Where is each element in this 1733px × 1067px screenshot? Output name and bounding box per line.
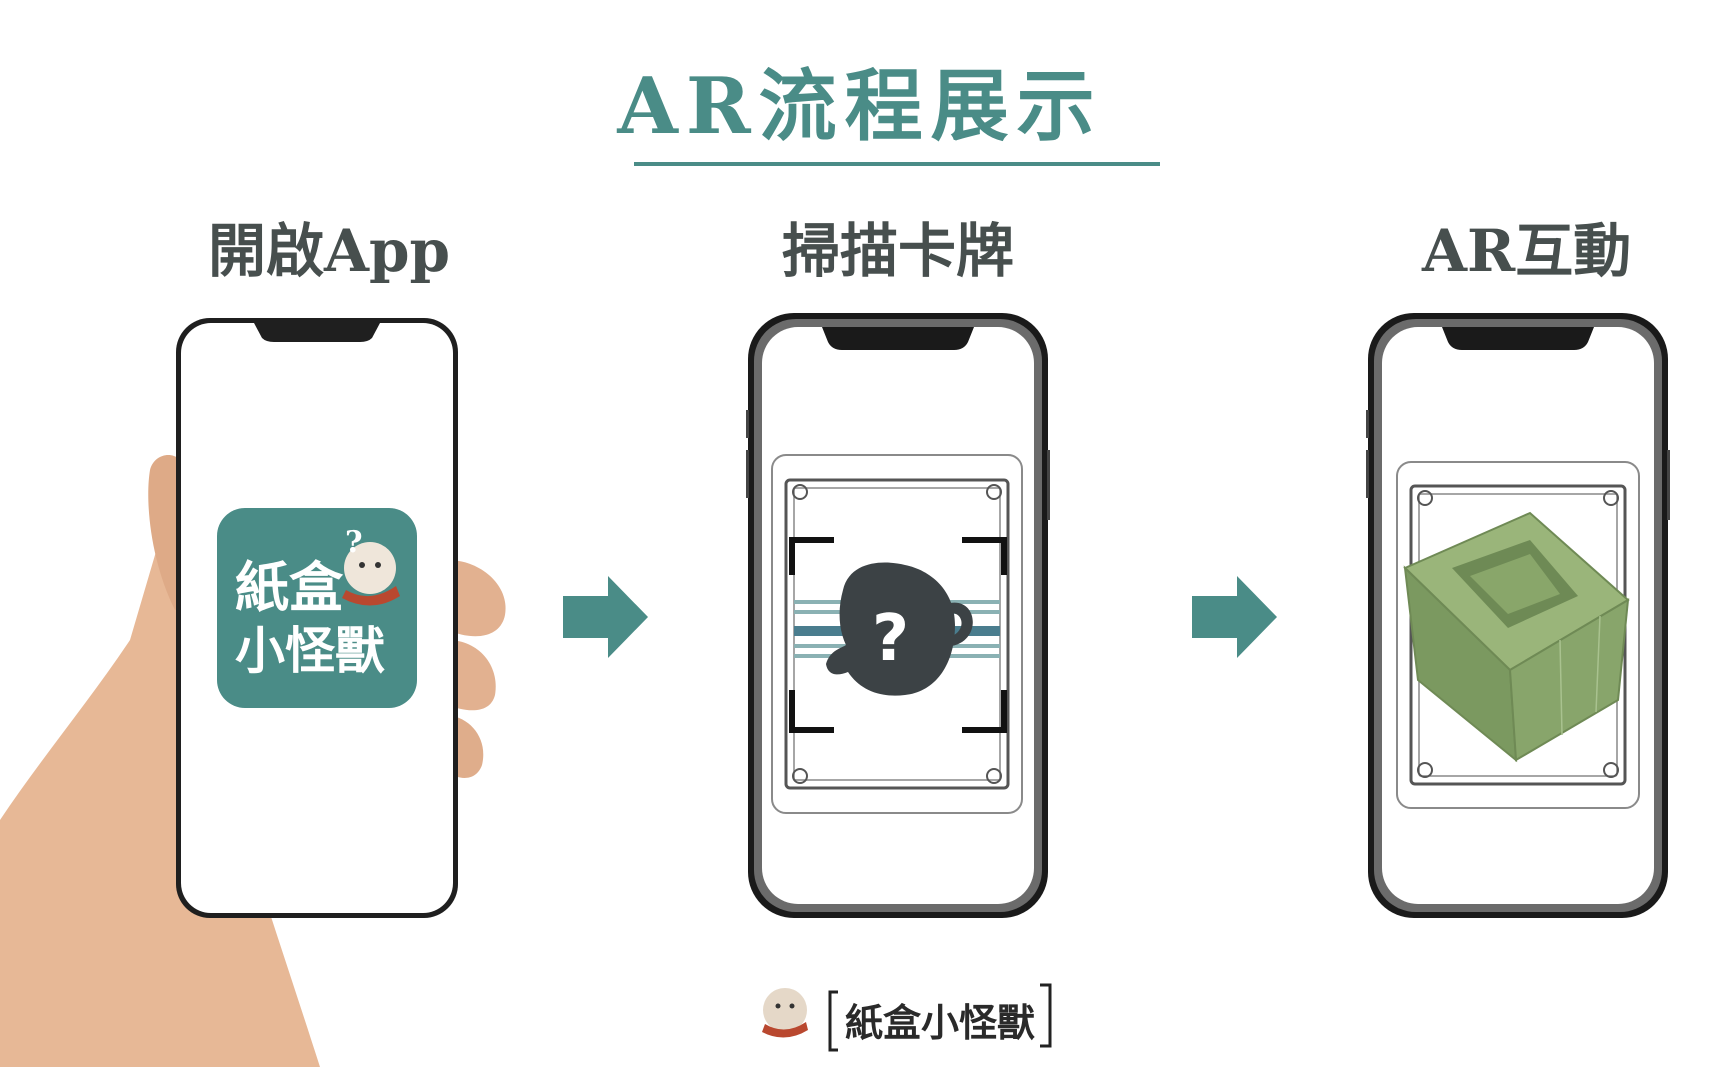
arrow-right-icon [563,576,648,658]
app-icon: ? 紙盒 小怪獸 [217,508,417,708]
ar-3d-box [1403,511,1630,763]
phone-1-notch [254,323,380,342]
mystery-question-mark: ? [872,602,909,676]
monster-scarf [342,586,400,606]
scan-bracket-top-right [962,537,1007,575]
brand-mascot-icon [763,988,807,1032]
step-label-open-app: 開啟App [208,217,451,285]
phone-3-notch [1442,327,1594,350]
monster-head [344,542,396,594]
phone-2-notch [822,327,974,350]
title-underline [634,162,1160,166]
brand-logo: 紙盒小怪獸 [762,983,1052,1052]
app-icon-question-mark: ? [345,525,363,560]
page-title: AR流程展示 [617,61,1103,152]
step-label-scan-card: 掃描卡牌 [782,217,1015,285]
arrow-right-icon [1192,576,1277,658]
scan-card: ? [771,454,1023,814]
brand-name: 紙盒小怪獸 [845,1000,1035,1045]
brand-bracket-left [828,990,838,1052]
step-label-ar-interaction: AR互動 [1422,217,1632,285]
app-icon-line1: 紙盒 [235,555,344,619]
mystery-monster-silhouette [826,562,955,696]
scan-bracket-bottom-left [789,690,834,733]
scan-bracket-bottom-right [962,690,1007,733]
scan-bracket-top-left [789,537,834,575]
app-icon-line2: 小怪獸 [235,621,385,680]
brand-bracket-right [1040,983,1052,1048]
